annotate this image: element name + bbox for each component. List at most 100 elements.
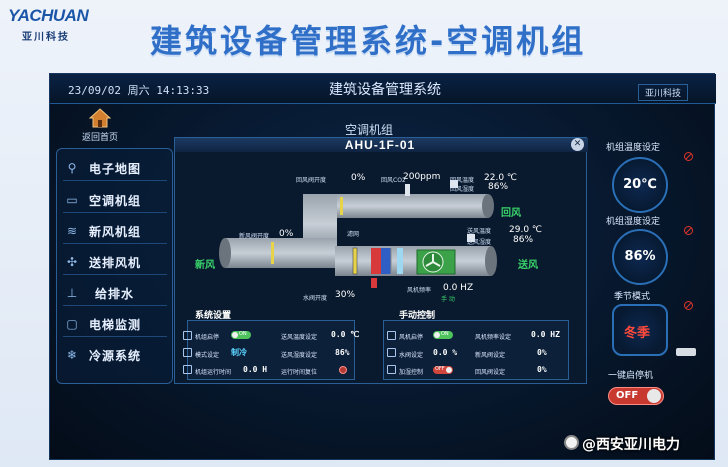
water-valve-value: 30% — [335, 290, 356, 300]
water-valve-set-value[interactable]: 0.0 % — [433, 348, 458, 357]
season-mode-box[interactable]: 冬季 — [612, 304, 668, 356]
sidebar-item-label: 电梯监测 — [89, 318, 142, 332]
filter-label: 滤网 — [347, 231, 360, 238]
system-settings-title: 系统设置 — [195, 311, 232, 321]
runtime-reset-label: 运行时间复位 — [281, 369, 318, 376]
logo-subtitle: 亚川科技 — [22, 32, 70, 43]
toggle-text: OFF — [435, 366, 445, 372]
return-sensor — [450, 180, 458, 188]
sidebar-item-fresh-air[interactable]: ≋ 新风机组 — [63, 220, 167, 244]
sidebar-item-elevator[interactable]: ▢ 电梯监测 — [63, 313, 167, 337]
return-damper-set-label: 回风阀设定 — [475, 369, 506, 376]
water-valve-set-label: 水阀设定 — [399, 352, 424, 359]
fresh-damper — [271, 242, 274, 264]
water-valve-label: 水阀开度 — [303, 295, 328, 302]
unit-hum-set-label: 机组湿度设定 — [606, 217, 661, 227]
banner-title: 建筑设备管理系统-空调机组 — [150, 22, 587, 60]
supply-duct-end — [485, 246, 497, 276]
supply-hum-label: 送风湿度 — [467, 239, 492, 246]
unit-start-stop-toggle[interactable]: ON — [231, 331, 251, 339]
fan-freq-set-value[interactable]: 0.0 HZ — [531, 330, 560, 339]
one-key-toggle[interactable]: OFF — [608, 387, 664, 405]
supply-temp-set-value[interactable]: 0.0 ℃ — [331, 330, 360, 339]
toggle-text: ON — [441, 331, 449, 337]
return-damper-set-value[interactable]: 0% — [537, 365, 547, 374]
snowflake-icon: ❄ — [66, 348, 78, 362]
fan-start-stop-toggle[interactable]: ON — [433, 331, 453, 339]
fresh-damper-set-label: 新风阀设定 — [475, 352, 506, 359]
watermark: @西安亚川电力 — [582, 437, 680, 453]
co2-sensor — [405, 184, 410, 196]
sidebar-item-label: 冷源系统 — [89, 349, 142, 363]
unit-temp-dial[interactable]: 20℃ — [612, 157, 668, 213]
disabled-icon — [684, 152, 693, 161]
system-settings-box — [187, 320, 355, 380]
sidebar-item-cooling[interactable]: ❄ 冷源系统 — [63, 344, 167, 368]
supply-temp-value: 29.0 ℃ — [509, 225, 543, 235]
mode-set-label: 模式设定 — [195, 352, 220, 359]
manual-control-title: 手动控制 — [399, 311, 436, 321]
unit-hum-value: 86% — [624, 249, 656, 264]
watermark-icon — [564, 435, 579, 450]
checkbox-icon — [387, 348, 396, 357]
supply-duct — [335, 246, 491, 276]
keyboard-icon[interactable] — [676, 348, 696, 356]
season-mode-value: 冬季 — [624, 326, 651, 341]
elevator-icon: ▢ — [66, 317, 78, 331]
fresh-damper-value: 0% — [279, 229, 294, 239]
return-damper — [340, 197, 343, 215]
runtime-value: 0.0 H — [243, 365, 268, 374]
water-valve — [371, 278, 377, 288]
sidebar-item-label: 给排水 — [95, 287, 135, 301]
checkbox-icon — [183, 331, 192, 340]
sidebar-item-label: 电子地图 — [89, 162, 142, 176]
heating-coil — [371, 248, 381, 274]
fresh-air-icon: ≋ — [66, 224, 78, 238]
unit-start-stop-label: 机组启停 — [195, 334, 220, 341]
sidebar-item-water[interactable]: ⊥ 给排水 — [63, 282, 167, 306]
company-logo: YACHUAN 亚川科技 — [8, 6, 100, 46]
logo-wordmark: YACHUAN — [8, 6, 89, 25]
toggle-knob — [647, 389, 661, 403]
fresh-damper-set-value[interactable]: 0% — [537, 348, 547, 357]
home-icon — [89, 108, 111, 128]
return-duct-end — [482, 194, 494, 218]
supply-hum-set-value[interactable]: 86% — [335, 348, 350, 357]
return-damper-label: 回风阀开度 — [296, 177, 327, 184]
panel-title: AHU-1F-01 — [344, 138, 416, 152]
unit-temp-value: 20℃ — [623, 177, 657, 192]
filter — [352, 247, 358, 275]
humidifier — [397, 248, 403, 274]
mode-set-value[interactable]: 制冷 — [231, 348, 247, 357]
unit-temp-set-label: 机组温度设定 — [606, 143, 661, 153]
co2-value: 200ppm — [403, 172, 441, 182]
map-pin-icon: ⚲ — [67, 161, 77, 175]
close-button[interactable]: ✕ — [571, 138, 584, 151]
fan-icon: ✣ — [66, 255, 78, 269]
return-hum-label: 回风湿度 — [450, 186, 475, 193]
sidebar-item-label: 送排风机 — [89, 256, 142, 270]
sidebar-nav: ⚲ 电子地图 ▭ 空调机组 ≋ 新风机组 ✣ 送排风机 ⊥ 给排水 ▢ 电梯监测… — [56, 148, 173, 384]
sidebar-item-fans[interactable]: ✣ 送排风机 — [63, 251, 167, 275]
reset-button-icon[interactable] — [339, 366, 347, 374]
fan-freq-label: 风机频率 — [407, 287, 432, 294]
disabled-icon — [684, 226, 693, 235]
ahu-diagram — [219, 180, 497, 288]
screen-title: 建筑设备管理系统 — [329, 82, 441, 98]
manual-control-box — [383, 320, 569, 380]
sidebar-item-ahu[interactable]: ▭ 空调机组 — [63, 189, 167, 213]
season-mode-label: 季节模式 — [614, 292, 651, 302]
supply-hum-set-label: 送风湿度设定 — [281, 352, 318, 359]
fresh-air-label: 新风 — [195, 260, 215, 271]
sidebar-item-map[interactable]: ⚲ 电子地图 — [63, 157, 167, 181]
runtime-label: 机组运行时间 — [195, 369, 232, 376]
humidify-toggle[interactable]: OFF — [433, 366, 453, 374]
unit-hum-dial[interactable]: 86% — [612, 229, 668, 285]
fan-freq-value: 0.0 HZ — [443, 283, 474, 293]
ahu-panel: AHU-1F-01 ✕ — [174, 137, 588, 384]
fresh-damper-label: 新风阀开度 — [239, 233, 270, 240]
return-hum-value: 86% — [488, 182, 509, 192]
return-air-label: 回风 — [501, 208, 521, 219]
humidify-label: 加湿控制 — [399, 369, 424, 376]
fan-freq-set-label: 风机频率设定 — [475, 334, 512, 341]
